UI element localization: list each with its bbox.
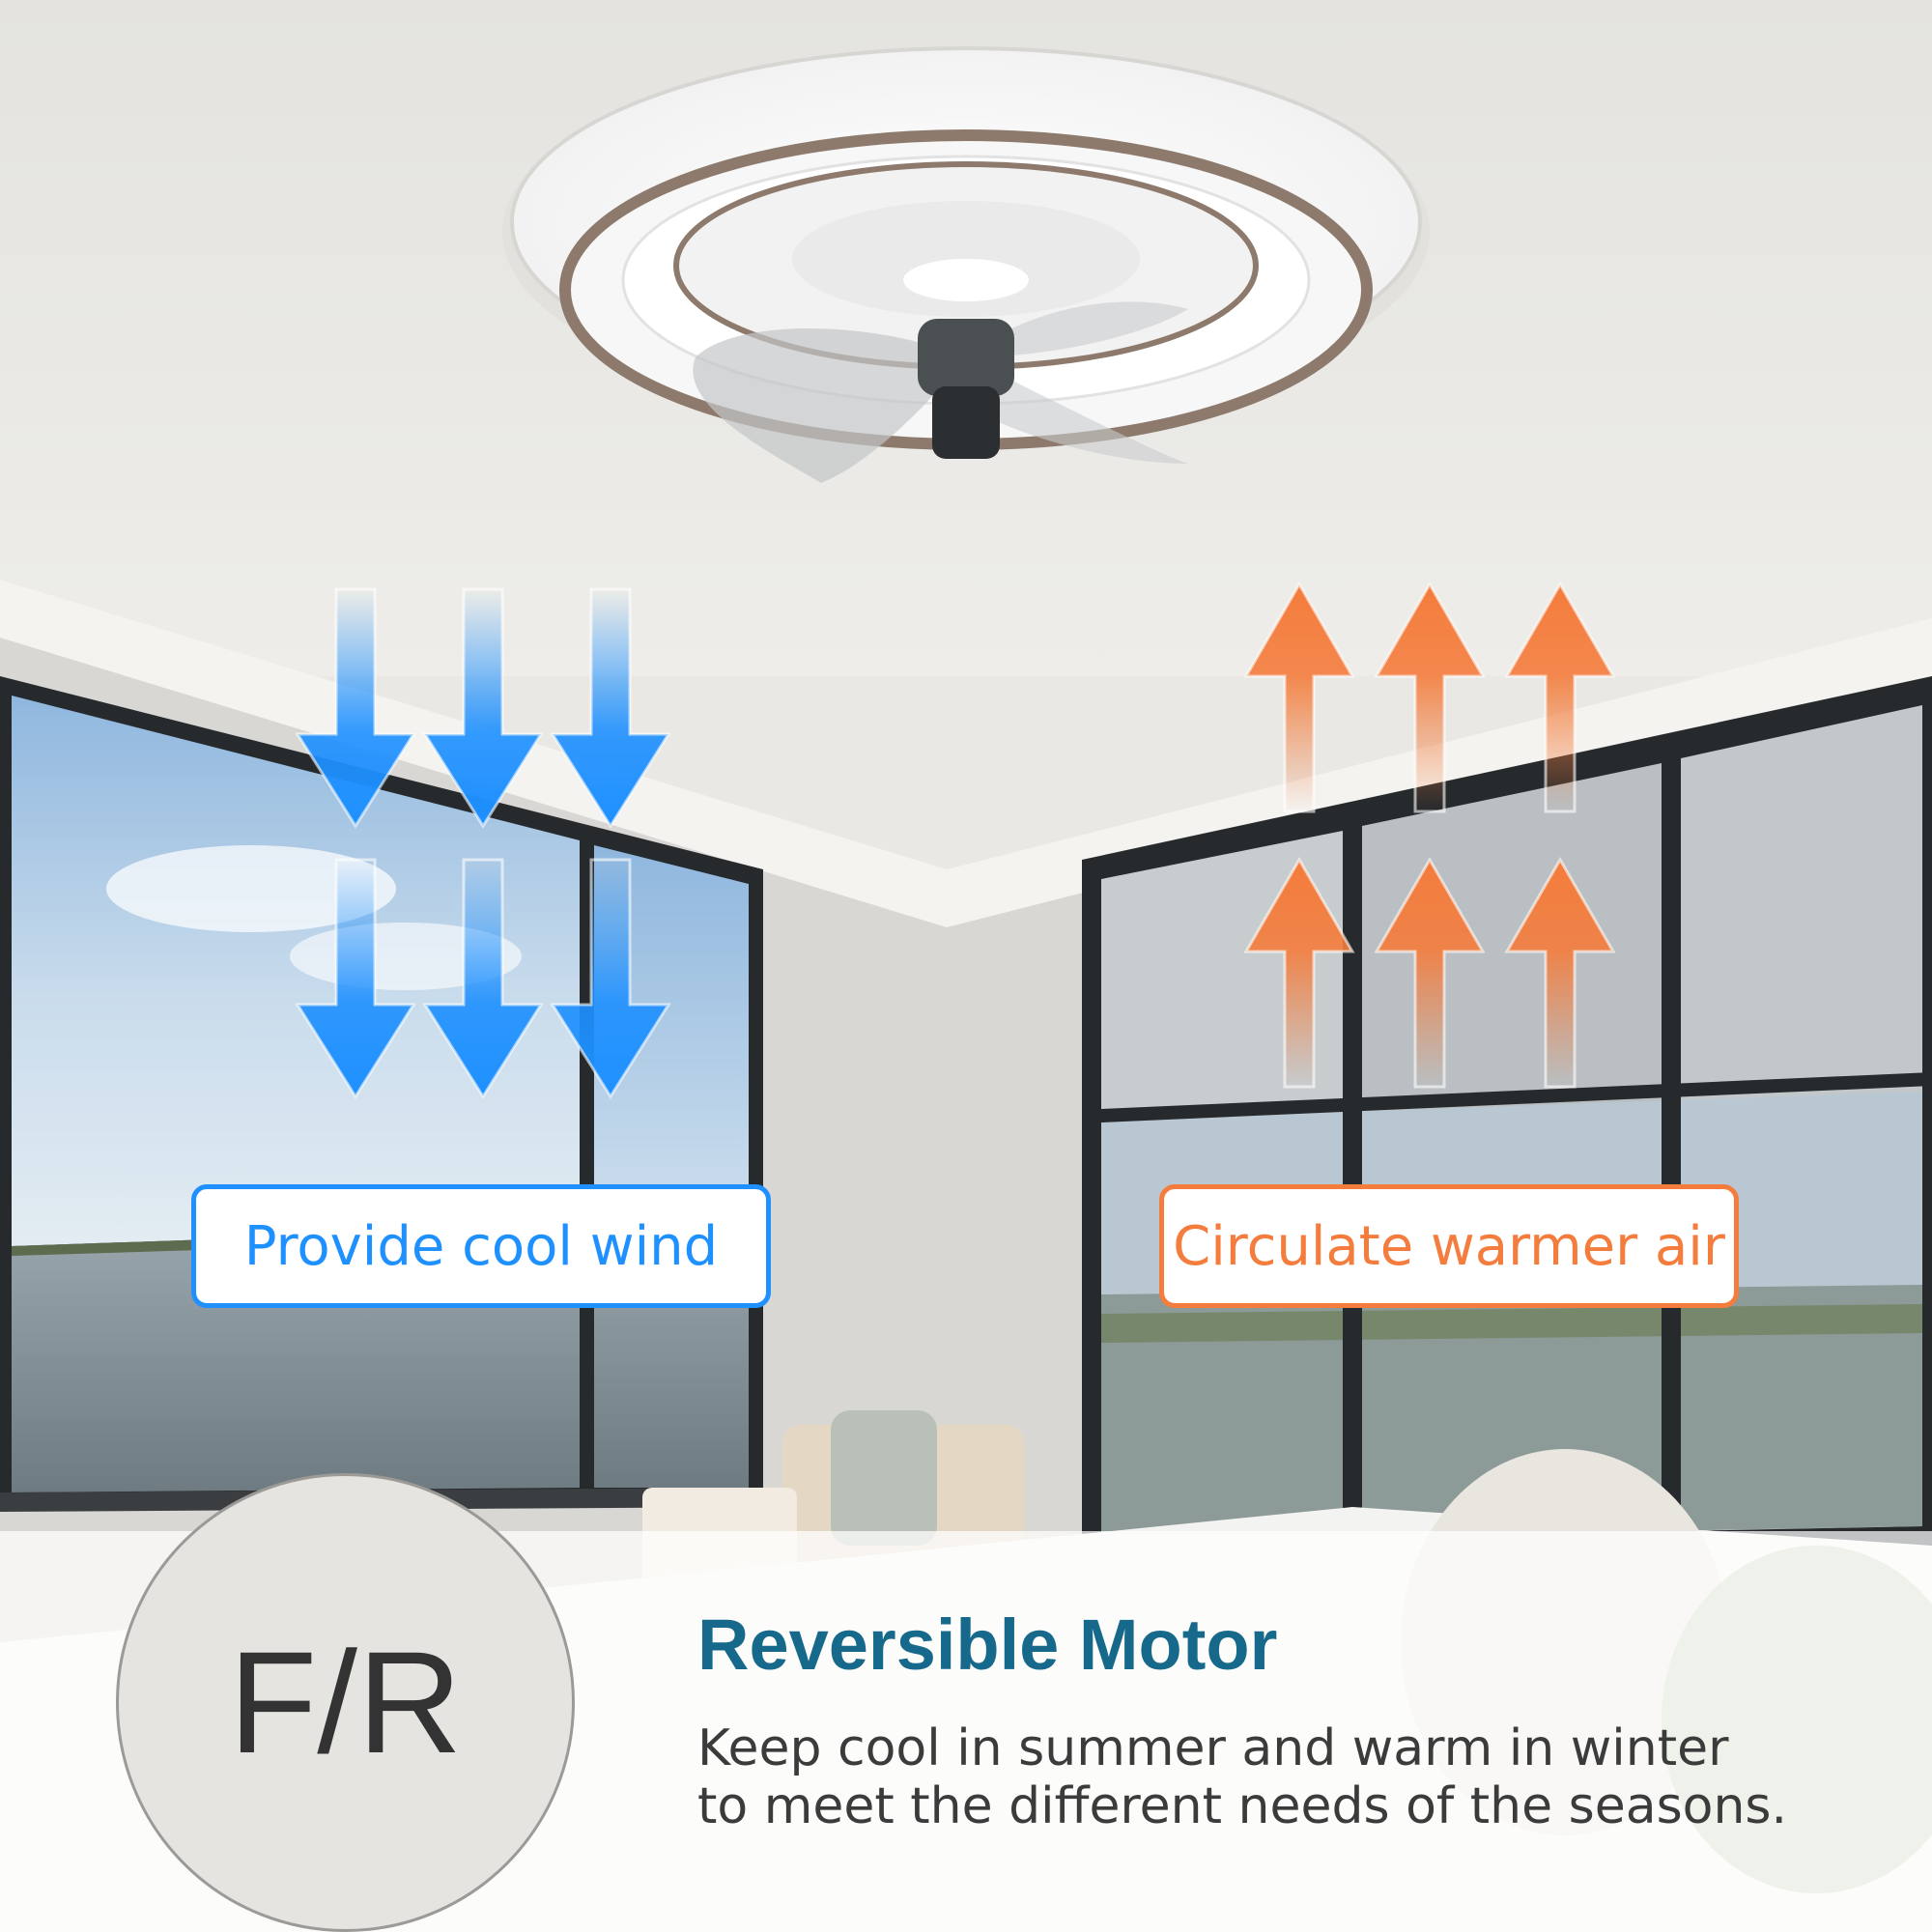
badge-text: F/R (228, 1621, 463, 1783)
cool-wind-text: Provide cool wind (243, 1214, 719, 1278)
warm-air-text: Circulate warmer air (1173, 1214, 1725, 1278)
headline: Reversible Motor (697, 1605, 1278, 1685)
warm-air-label: Circulate warmer air (1159, 1184, 1739, 1308)
forward-reverse-badge: F/R (116, 1473, 575, 1932)
description: Keep cool in summer and warm in winter t… (697, 1719, 1905, 1835)
ceiling-fan (502, 46, 1430, 483)
description-line-1: Keep cool in summer and warm in winter (697, 1719, 1729, 1777)
cool-wind-label: Provide cool wind (191, 1184, 771, 1308)
description-line-2: to meet the different needs of the seaso… (697, 1777, 1788, 1835)
